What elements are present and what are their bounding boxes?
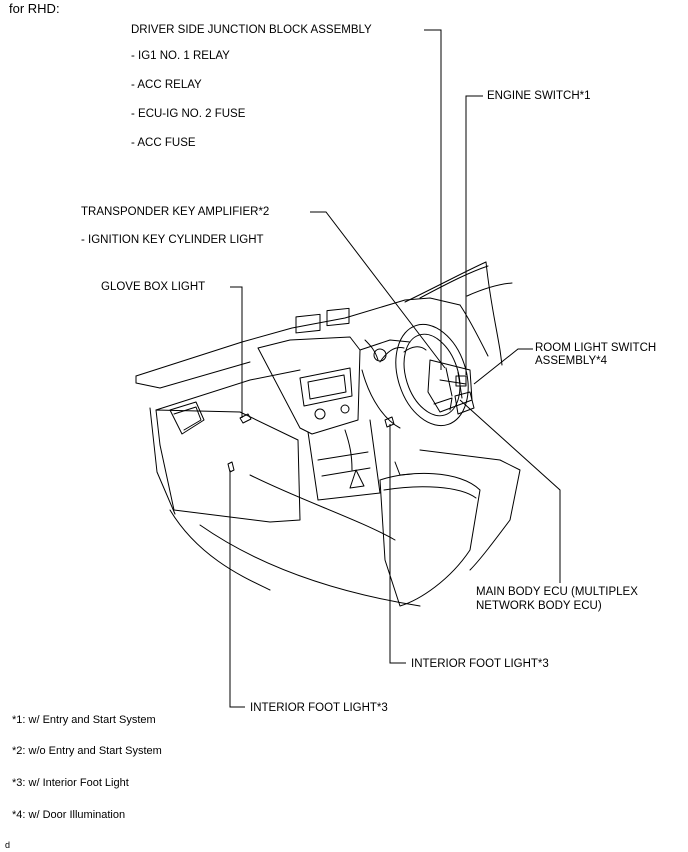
main-body-ecu-label-line1: MAIN BODY ECU (MULTIPLEX	[476, 586, 638, 598]
room-light-switch-label-line1: ROOM LIGHT SWITCH	[535, 342, 657, 354]
steering-column	[427, 359, 473, 413]
footnote-3: *3: w/ Interior Foot Light	[12, 777, 129, 789]
leader-foot-light-left	[229, 470, 245, 708]
page-title: for RHD:	[9, 1, 60, 16]
left-vent	[169, 401, 205, 435]
ignition-light-label: - IGNITION KEY CYLINDER LIGHT	[81, 234, 264, 246]
leader-foot-light-right	[389, 424, 406, 664]
glove-box-light	[239, 413, 252, 424]
leader-room-light-switch	[473, 348, 533, 385]
seat-outline	[379, 473, 481, 607]
foot-light-right-label: INTERIOR FOOT LIGHT*3	[411, 658, 549, 670]
leader-engine-switch	[465, 95, 483, 375]
transponder-label: TRANSPONDER KEY AMPLIFIER*2	[81, 206, 270, 218]
steering-wheel	[395, 323, 469, 427]
junction-item-acc-fuse: - ACC FUSE	[131, 137, 196, 149]
footnote-2: *2: w/o Entry and Start System	[12, 745, 162, 757]
leader-main-body-ecu	[459, 399, 561, 583]
engine-switch-label: ENGINE SWITCH*1	[487, 90, 591, 102]
left-foot-light	[227, 461, 235, 473]
glove-box-light-label: GLOVE BOX LIGHT	[101, 281, 206, 293]
footnote-4: *4: w/ Door Illumination	[12, 809, 126, 821]
windshield-outline	[404, 261, 487, 303]
junction-item-ig1-relay: - IG1 NO. 1 RELAY	[131, 50, 230, 62]
leader-transponder	[310, 211, 446, 369]
foot-light-left-label: INTERIOR FOOT LIGHT*3	[250, 702, 388, 714]
junction-item-ecu-ig-fuse: - ECU-IG NO. 2 FUSE	[131, 108, 246, 120]
junction-item-acc-relay: - ACC RELAY	[131, 79, 202, 91]
leader-glove-box	[230, 286, 243, 418]
junction-block-label: DRIVER SIDE JUNCTION BLOCK ASSEMBLY	[131, 24, 372, 36]
dashboard-outline	[135, 297, 461, 377]
center-console	[307, 419, 381, 501]
footnote-1: *1: w/ Entry and Start System	[12, 714, 156, 726]
right-foot-light	[384, 416, 395, 428]
center-stack	[257, 336, 361, 435]
main-body-ecu-label-line2: NETWORK BODY ECU)	[476, 600, 602, 612]
room-light-switch-label-line2: ASSEMBLY*4	[535, 355, 608, 367]
leader-junction-block	[424, 29, 442, 370]
figure-code: d	[5, 840, 11, 850]
